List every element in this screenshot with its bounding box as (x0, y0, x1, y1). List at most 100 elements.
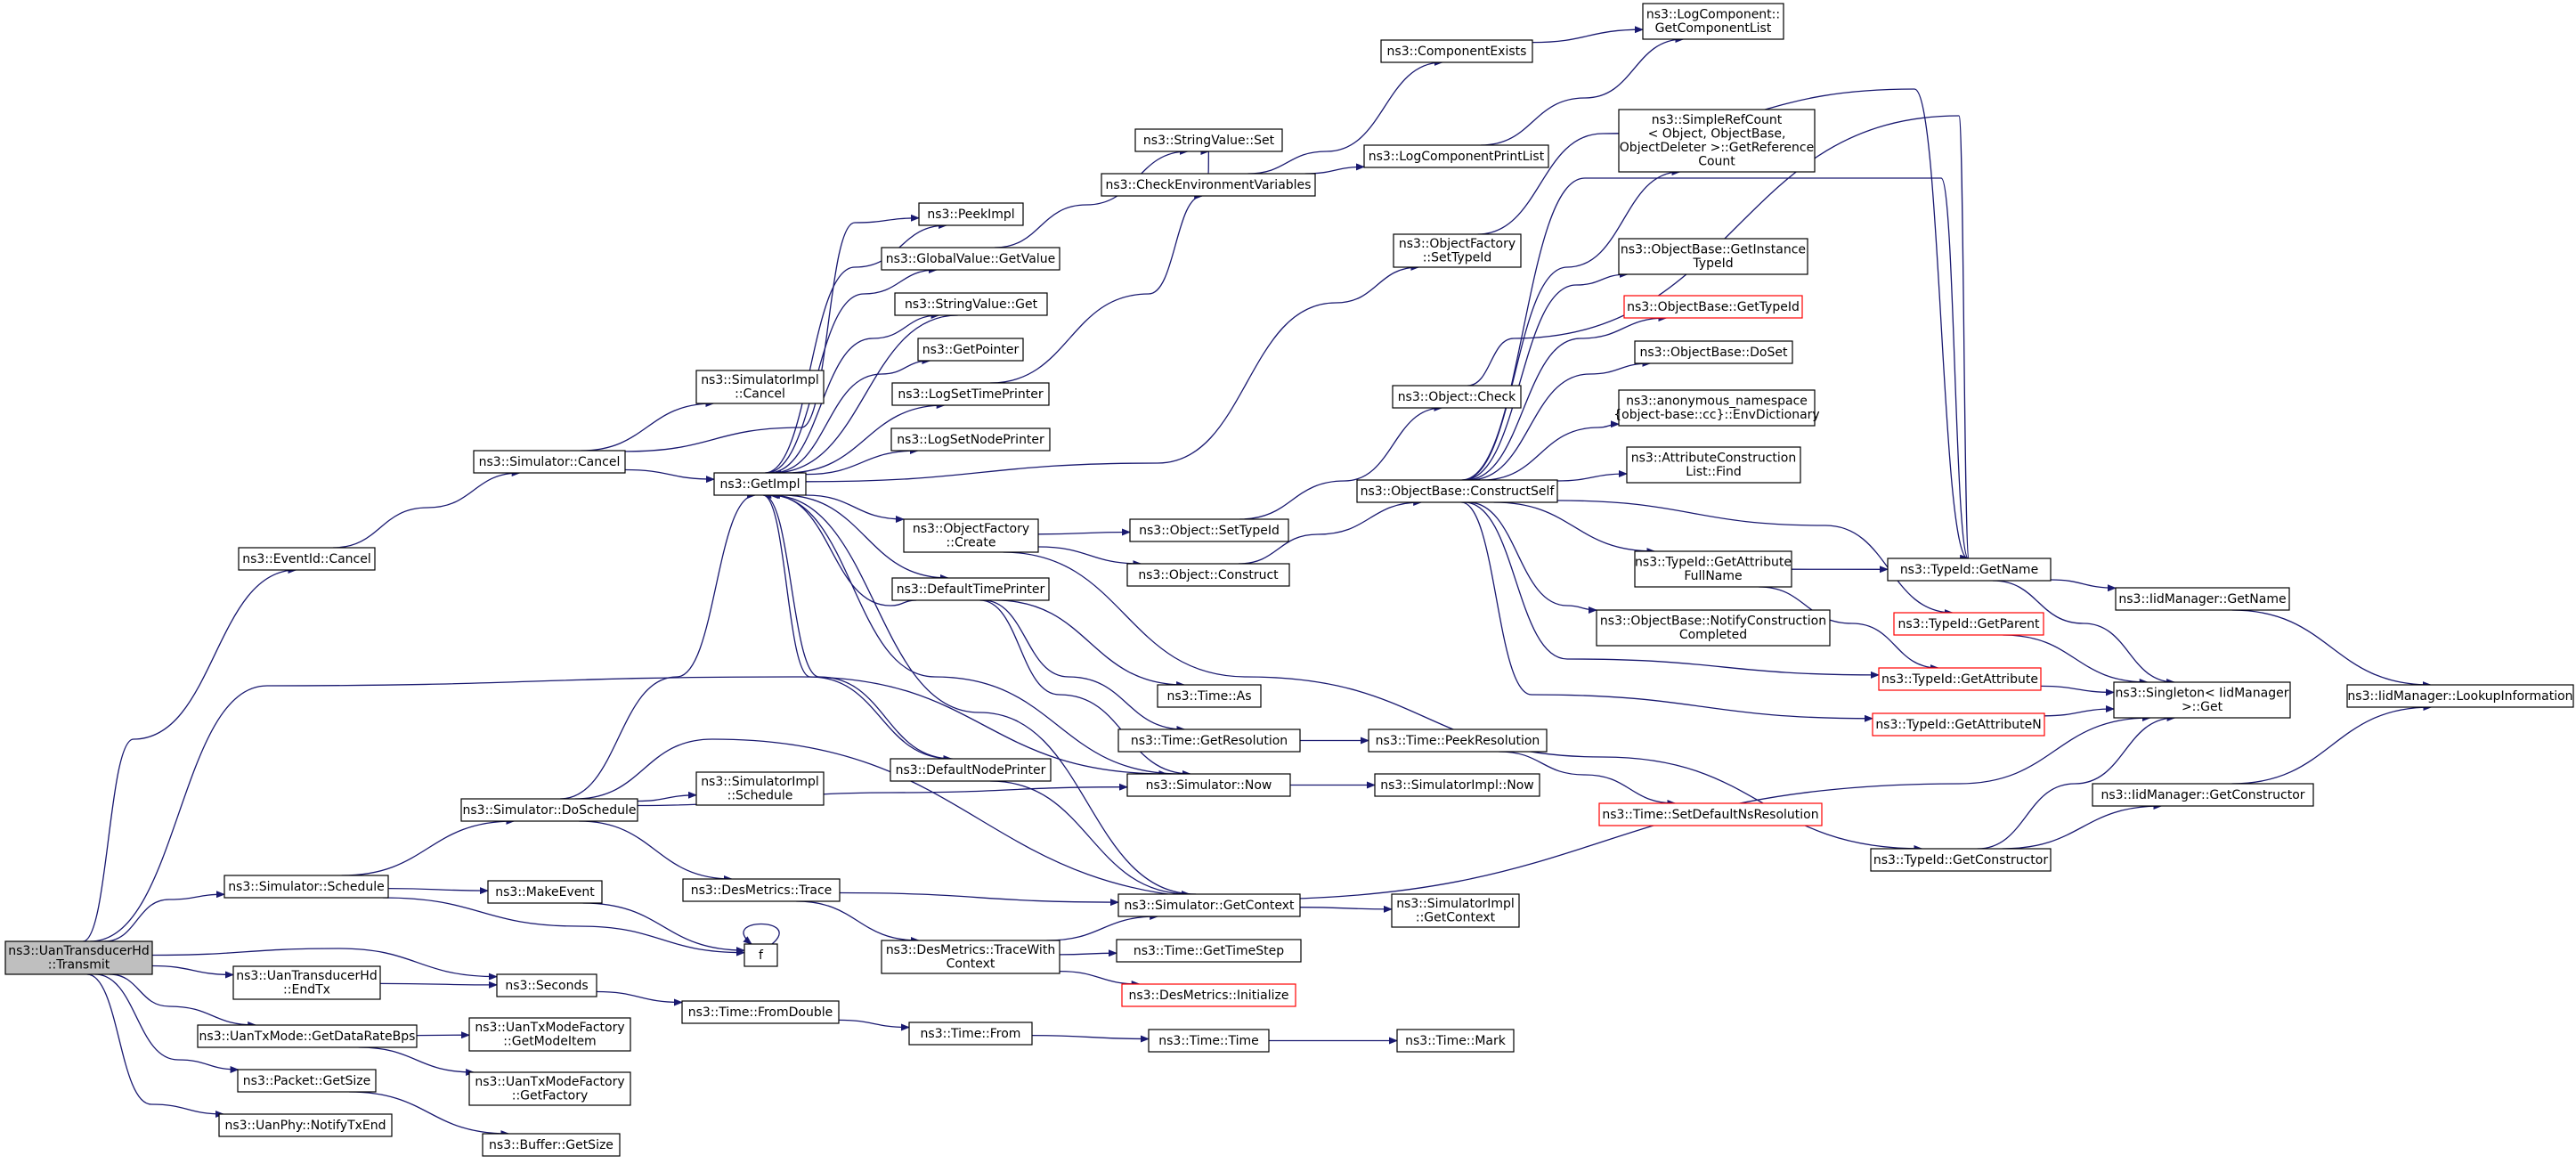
node-simimpl_cancel[interactable]: ns3::SimulatorImpl::Cancel (695, 370, 825, 404)
node-gv_getvalue[interactable]: ns3::GlobalValue::GetValue (881, 247, 1060, 271)
node-simimpl_now[interactable]: ns3::SimulatorImpl::Now (1374, 773, 1540, 797)
node-time_fromdouble[interactable]: ns3::Time::FromDouble (681, 1000, 840, 1024)
node-checkenv[interactable]: ns3::CheckEnvironmentVariables (1101, 173, 1316, 197)
edge-transmit-to-notifytxend (86, 973, 224, 1118)
node-sim_cancel[interactable]: ns3::Simulator::Cancel (473, 450, 626, 474)
node-logcomp_getlist[interactable]: ns3::LogComponent::GetComponentList (1642, 3, 1784, 40)
node-simplerefcount[interactable]: ns3::SimpleRefCount< Object, ObjectBase,… (1618, 109, 1816, 173)
edge-getimpl-to-defaulttimeprinter (782, 494, 949, 582)
edge-objfactory_settypeid-to-typeid_getname (1477, 88, 1970, 562)
node-desmetrics_init[interactable]: ns3::DesMetrics::Initialize (1121, 983, 1296, 1007)
node-makeevent[interactable]: ns3::MakeEvent (487, 880, 603, 904)
node-box (237, 1069, 377, 1093)
node-obj_construct[interactable]: ns3::Object::Construct (1126, 563, 1290, 587)
edge-objbase_constructself-to-attrconstruction_find (1556, 470, 1628, 482)
node-hd_endtx[interactable]: ns3::UanTransducerHd::EndTx (232, 965, 381, 1000)
node-getimpl[interactable]: ns3::GetImpl (713, 472, 807, 496)
node-obj_settypeid[interactable]: ns3::Object::SetTypeId (1129, 518, 1289, 542)
node-stringvalue_get[interactable]: ns3::StringValue::Get (894, 292, 1048, 316)
node-notifytxend[interactable]: ns3::UanPhy::NotifyTxEnd (218, 1113, 393, 1137)
node-getpointer[interactable]: ns3::GetPointer (917, 338, 1024, 362)
node-typeid_getparent[interactable]: ns3::TypeId::GetParent (1893, 612, 2044, 636)
node-getdatarate[interactable]: ns3::UanTxMode::GetDataRateBps (197, 1024, 418, 1048)
node-eventid_cancel[interactable]: ns3::EventId::Cancel (238, 547, 376, 571)
node-packet_getsize[interactable]: ns3::Packet::GetSize (237, 1069, 377, 1093)
node-sim_doschedule[interactable]: ns3::Simulator::DoSchedule (460, 798, 638, 822)
node-time_from[interactable]: ns3::Time::From (908, 1022, 1033, 1046)
node-defaultnodeprinter[interactable]: ns3::DefaultNodePrinter (890, 758, 1052, 782)
node-time_mark[interactable]: ns3::Time::Mark (1396, 1029, 1515, 1053)
node-time_getresolution[interactable]: ns3::Time::GetResolution (1117, 729, 1301, 753)
node-typeid_getattribute[interactable]: ns3::TypeId::GetAttribute (1878, 667, 2042, 691)
node-label: ns3::Buffer::GetSize (489, 1138, 614, 1152)
node-time_time[interactable]: ns3::Time::Time (1148, 1029, 1270, 1053)
node-time_gettimestep[interactable]: ns3::Time::GetTimeStep (1116, 939, 1302, 963)
edge-transmit-to-packet_getsize (94, 973, 240, 1073)
node-iidmanager_lookupinfo[interactable]: ns3::IidManager::LookupInformation (2346, 684, 2574, 708)
node-f[interactable]: f (744, 943, 778, 967)
node-objbase_gettypeid[interactable]: ns3::ObjectBase::GetTypeId (1623, 295, 1803, 319)
node-iidmanager_getconstructor[interactable]: ns3::IidManager::GetConstructor (2092, 783, 2314, 807)
node-objbase_constructself[interactable]: ns3::ObjectBase::ConstructSelf (1356, 479, 1558, 503)
node-envdictionary[interactable]: ns3::anonymous_namespace{object-base::cc… (1613, 389, 1820, 427)
node-desmetrics_trace[interactable]: ns3::DesMetrics::Trace (682, 878, 841, 902)
node-box (1618, 389, 1816, 427)
edge-getimpl-to-stringvalue_get (768, 312, 940, 474)
node-label: ns3::AttributeConstruction (1631, 452, 1796, 466)
edge-objbase_constructself-to-envdictionary (1482, 420, 1620, 481)
edge-time_from-to-time_time (1031, 1034, 1150, 1043)
node-seconds[interactable]: ns3::Seconds (496, 973, 597, 997)
node-label: ns3::ComponentExists (1387, 45, 1527, 59)
node-peekimpl[interactable]: ns3::PeekImpl (918, 202, 1024, 226)
node-obj_check[interactable]: ns3::Object::Check (1392, 385, 1522, 409)
node-time_peekresolution[interactable]: ns3::Time::PeekResolution (1368, 729, 1548, 753)
node-box (1634, 550, 1792, 588)
node-box (695, 771, 825, 806)
node-label: ns3::Time::Mark (1405, 1034, 1507, 1048)
edge-transmit-to-seconds (151, 948, 498, 981)
node-iidmanager_getname[interactable]: ns3::IidManager::GetName (2115, 587, 2290, 611)
node-logsetnodeprinter[interactable]: ns3::LogSetNodePrinter (890, 427, 1051, 452)
node-typeid_getattributen[interactable]: ns3::TypeId::GetAttributeN (1872, 712, 2045, 737)
node-simimpl_schedule[interactable]: ns3::SimulatorImpl::Schedule (695, 771, 825, 806)
node-logcompprintlist[interactable]: ns3::LogComponentPrintList (1363, 144, 1549, 168)
node-sim_schedule[interactable]: ns3::Simulator::Schedule (223, 875, 389, 899)
node-sim_now[interactable]: ns3::Simulator::Now (1126, 773, 1291, 797)
node-time_setdefaultns[interactable]: ns3::Time::SetDefaultNsResolution (1598, 802, 1823, 826)
edge-sim_getcontext-to-simimpl_getcontext (1299, 905, 1393, 913)
node-box (218, 1113, 393, 1137)
node-modefactory_getmodeitem[interactable]: ns3::UanTxModeFactory::GetModeItem (468, 1017, 631, 1052)
node-label: >::Get (2182, 700, 2223, 714)
edge-sim_doschedule-to-simimpl_schedule (637, 791, 697, 802)
node-label: ns3::ObjectBase::GetInstance (1621, 243, 1806, 257)
node-modefactory_getfactory[interactable]: ns3::UanTxModeFactory::GetFactory (468, 1071, 631, 1106)
node-label: ns3::anonymous_namespace (1626, 395, 1808, 409)
node-simimpl_getcontext[interactable]: ns3::SimulatorImpl::GetContext (1391, 893, 1520, 928)
edge-sim_cancel-to-simimpl_cancel (581, 400, 715, 452)
node-objfactory_settypeid[interactable]: ns3::ObjectFactory::SetTypeId (1393, 233, 1522, 268)
node-buffer_getsize[interactable]: ns3::Buffer::GetSize (482, 1133, 621, 1157)
edge-logsettimeprinter-to-checkenv (990, 192, 1204, 384)
node-sim_getcontext[interactable]: ns3::Simulator::GetContext (1117, 893, 1301, 917)
node-componentexists[interactable]: ns3::ComponentExists (1380, 39, 1533, 63)
node-singleton_get[interactable]: ns3::Singleton< IidManager>::Get (2113, 681, 2291, 719)
node-label: ns3::UanTxModeFactory (475, 1021, 624, 1035)
node-stringvalue_set[interactable]: ns3::StringValue::Set (1134, 128, 1283, 152)
node-time_as[interactable]: ns3::Time::As (1157, 684, 1262, 708)
node-objbase_notifyconstruction[interactable]: ns3::ObjectBase::NotifyConstructionCompl… (1596, 609, 1831, 647)
node-transmit[interactable]: ns3::UanTransducerHd::Transmit (4, 940, 153, 975)
node-typeid_getname[interactable]: ns3::TypeId::GetName (1887, 558, 2052, 582)
node-objbase_doset[interactable]: ns3::ObjectBase::DoSet (1634, 340, 1793, 364)
node-objfactory_create[interactable]: ns3::ObjectFactory::Create (903, 518, 1039, 553)
node-label: ::GetContext (1416, 911, 1496, 925)
node-defaulttimeprinter[interactable]: ns3::DefaultTimePrinter (891, 577, 1050, 601)
node-typeid_getconstructor[interactable]: ns3::TypeId::GetConstructor (1870, 848, 2052, 872)
node-logsettimeprinter[interactable]: ns3::LogSetTimePrinter (891, 382, 1050, 406)
edge-time_fromdouble-to-time_from (838, 1019, 910, 1031)
node-label: ns3::SimulatorImpl (701, 775, 819, 789)
edge-getimpl-to-peekimpl (764, 222, 948, 474)
